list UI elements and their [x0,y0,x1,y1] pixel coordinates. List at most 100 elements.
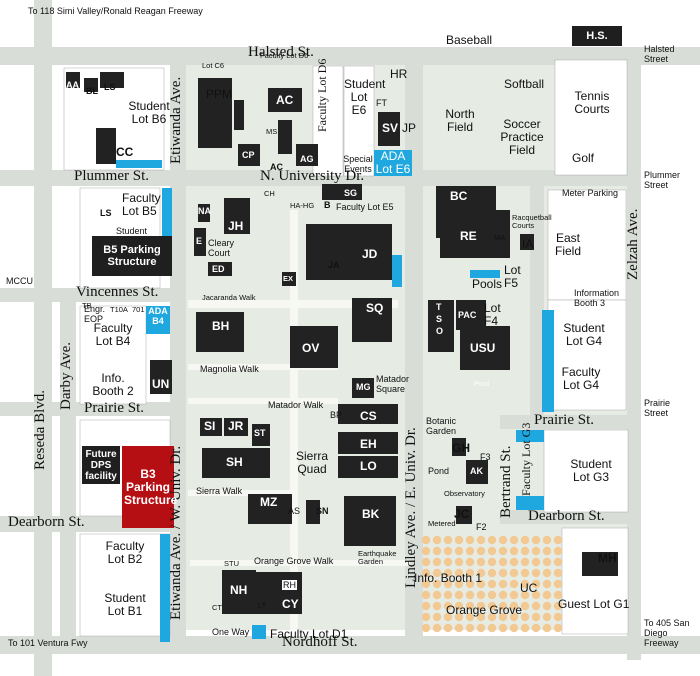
area-observatory: Observatory [444,489,485,498]
orange-tree [553,590,563,600]
bldg-gh: GH [452,441,470,455]
lot-faculty-b2: Faculty Lot B2 [105,539,145,566]
bldg-na: NA [198,206,211,216]
area-baseball: Baseball [446,33,493,47]
bldg-s: S [436,314,443,324]
orange-tree [487,623,497,633]
street-darby: Darby Ave. [58,341,74,410]
bldg-ls: LS [104,82,116,92]
street-zelzah: Zelzah Ave. [625,208,641,280]
orange-tree [443,546,453,556]
bldg-t: T [436,302,442,312]
direction-north-118: To 118 Simi Valley/Ronald Reagan Freeway [28,6,203,16]
orange-tree [531,579,541,589]
orange-tree [465,601,475,611]
bldg-jc: JC [454,507,470,521]
orange-tree [487,557,497,567]
future-dps-facility: Future DPS facility [82,446,120,484]
bldg-sn: SN [316,506,329,516]
orange-tree [443,557,453,567]
orange-tree [509,612,519,622]
one-way-label: One Way [212,627,250,637]
bldg-usu: USU [470,341,496,355]
lot-ada-b4: ADA B4 [148,306,168,326]
orange-tree [542,623,552,633]
area-east-field: East Field [554,231,581,258]
bldg-sg: SG [344,188,358,198]
street-dearborn-west: Dearborn St. [8,514,85,530]
building-engr-eop: Engr. EOP [84,304,106,324]
direction-south-101: To 101 Ventura Fwy [8,638,88,648]
lot-faculty-d1: Faculty Lot D1 [270,627,348,641]
orange-tree [465,535,475,545]
pool-label: Pool [474,379,490,388]
orange-tree [542,590,552,600]
bldg-sq: SQ [366,301,384,315]
area-racquetball: Racquetball Courts [512,213,552,230]
bldg-aa: AA [66,80,79,90]
orange-tree [542,546,552,556]
walk-orange-grove: Orange Grove Walk [254,556,334,566]
orange-tree [498,623,508,633]
information-booth-1: Info. Booth 1 [414,571,483,585]
bldg-wc: WC [96,194,111,204]
orange-tree [454,579,464,589]
orange-tree [443,590,453,600]
orange-tree [465,546,475,556]
bldg-701: 701 [132,305,145,314]
orange-tree [509,546,519,556]
orange-tree [531,612,541,622]
bldg-ex: EX [283,274,294,283]
bldg-sh: SH [226,455,243,469]
street-lindley-east-univ: Lindley Ave. / E. Univ. Dr. [403,427,419,588]
street-plummer: Plummer St. [74,168,150,184]
bldg-jp: JP [402,121,417,135]
area-soccer-field: Soccer Practice Field [500,117,544,157]
lot-student-b1: Student Lot B1 [104,591,146,618]
bldg-cc: CC [116,145,134,159]
orange-tree [498,546,508,556]
bldg-ls-2: LS [100,208,112,218]
orange-tree [542,535,552,545]
area-north-field: North Field [445,107,475,134]
area-special-events: Special Events [343,154,373,174]
orange-tree [476,601,486,611]
orange-tree [531,590,541,600]
orange-tree [553,579,563,589]
orange-tree [421,557,431,567]
lot-faculty-d6: Faculty Lot D6 [315,58,329,132]
orange-tree [432,579,442,589]
b3-parking-structure-label: B3 Parking Structure [124,467,178,507]
orange-tree [520,612,530,622]
orange-tree [498,579,508,589]
bldg-nh: NH [230,583,248,597]
orange-tree [421,612,431,622]
orange-tree [454,535,464,545]
b5-parking-structure: B5 Parking Structure [92,236,172,276]
bldg-ed: ED [212,264,225,274]
area-golf: Golf [572,151,595,165]
area-pools: Pools [472,277,503,291]
orange-tree [454,623,464,633]
orange-tree [421,535,431,545]
orange-tree [509,590,519,600]
bldg-b: B [324,200,331,210]
area-cleary-court: Cleary Court [208,238,235,258]
orange-tree [487,612,497,622]
mccu-label: MCCU [6,276,33,286]
bldg-cy: CY [282,597,299,611]
orange-tree [432,546,442,556]
orange-tree [443,623,453,633]
orange-tree [542,557,552,567]
orange-tree [553,568,563,578]
bldg-ft: FT [376,98,387,108]
orange-tree [454,601,464,611]
area-metered: Metered [428,519,456,528]
orange-tree [498,568,508,578]
orange-tree [443,601,453,611]
orange-tree [553,557,563,567]
street-n-university: N. University Dr. [260,168,365,184]
orange-tree [531,535,541,545]
building-uc: UC [520,581,538,595]
